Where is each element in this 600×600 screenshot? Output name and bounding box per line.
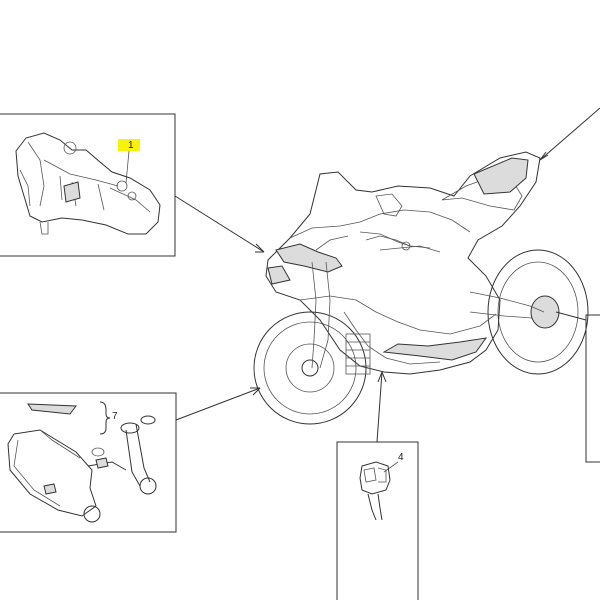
fairing-bracket-drawing bbox=[15, 132, 161, 235]
callout-7-label: 7 bbox=[112, 411, 118, 422]
callout-4-label: 4 bbox=[398, 452, 404, 463]
callout-1-label: 1 bbox=[128, 140, 134, 151]
detail-box-tail bbox=[539, 107, 600, 161]
paddock-stand-drawing bbox=[7, 403, 157, 523]
motorcycle-drawing bbox=[253, 151, 589, 425]
connector-drawing bbox=[359, 461, 391, 521]
callout-1-highlight bbox=[118, 139, 140, 151]
detail-box-connector[interactable]: 4 bbox=[336, 371, 419, 600]
detail-box-rear bbox=[555, 311, 600, 463]
detail-box-stand-kit[interactable]: 7 bbox=[0, 387, 261, 533]
detail-box-fairing-bracket[interactable]: 1 bbox=[0, 113, 265, 257]
